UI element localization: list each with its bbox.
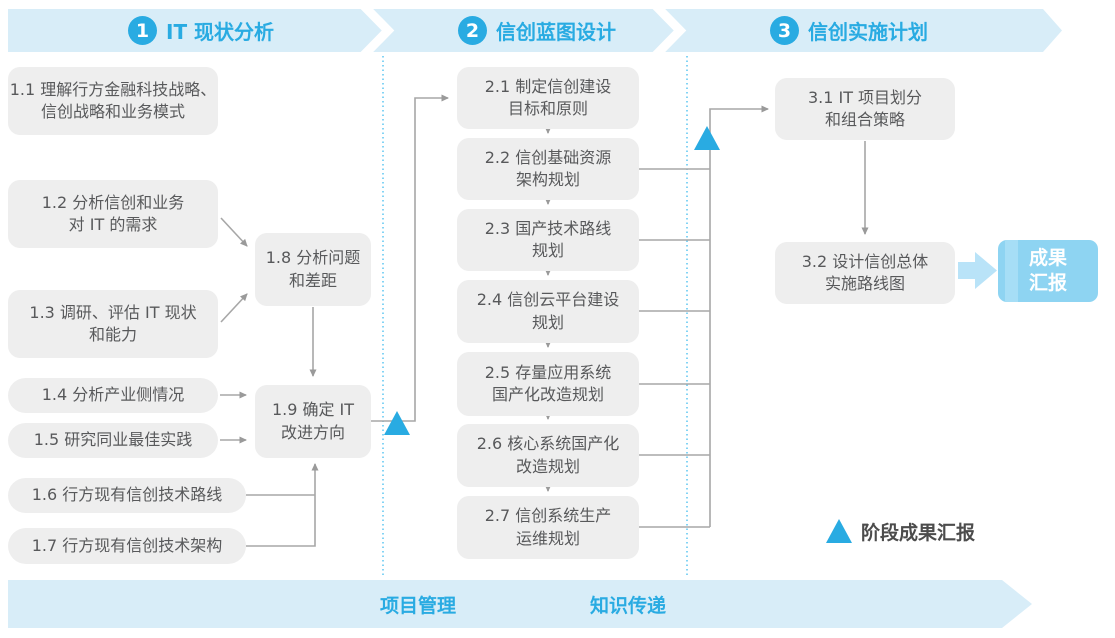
result-box-stripe — [1005, 240, 1018, 302]
phase-header-3: 3 信创实施计划 — [770, 16, 928, 45]
step-box-2-5: 2.5 存量应用系统 国产化改造规划 — [457, 352, 639, 416]
step-box-2-7: 2.7 信创系统生产 运维规划 — [457, 496, 639, 559]
phase-header-2: 2 信创蓝图设计 — [458, 16, 616, 45]
step-box-1-2: 1.2 分析信创和业务 对 IT 的需求 — [8, 180, 218, 248]
legend-triangle-icon — [826, 519, 852, 543]
step-box-1-6: 1.6 行方现有信创技术路线 — [8, 478, 246, 513]
phase-separator-chevron-2 — [652, 2, 687, 59]
step-box-2-6: 2.6 核心系统国产化 改造规划 — [457, 424, 639, 487]
connector-1-3-to-1-8 — [220, 293, 248, 323]
step-box-2-4: 2.4 信创云平台建设 规划 — [457, 280, 639, 343]
step-box-1-7: 1.7 行方现有信创技术架构 — [8, 528, 246, 564]
step-box-1-4: 1.4 分析产业侧情况 — [8, 378, 218, 413]
phase-header-1: 1 IT 现状分析 — [128, 16, 274, 45]
result-box-label: 成果 汇报 — [1028, 247, 1067, 294]
step-box-3-2: 3.2 设计信创总体 实施路线图 — [775, 242, 955, 304]
phase-1-title: IT 现状分析 — [166, 20, 275, 44]
step-box-2-1: 2.1 制定信创建设 目标和原则 — [457, 67, 639, 129]
footer-label-project-management: 项目管理 — [380, 595, 457, 617]
milestone-triangle-phase1-icon — [384, 411, 410, 435]
milestone-triangle-phase2-icon — [694, 126, 720, 150]
connector-1-2-to-1-8 — [220, 217, 248, 247]
phase-2-title: 信创蓝图设计 — [496, 20, 616, 44]
phase-3-title: 信创实施计划 — [808, 20, 928, 44]
result-arrow-icon — [958, 252, 997, 289]
step-box-1-8: 1.8 分析问题 和差距 — [255, 233, 371, 306]
step-box-2-2: 2.2 信创基础资源 架构规划 — [457, 138, 639, 200]
step-box-3-1: 3.1 IT 项目划分 和组合策略 — [775, 78, 955, 140]
step-box-1-9: 1.9 确定 IT 改进方向 — [255, 385, 371, 458]
connector-collector-to-3-1 — [709, 105, 769, 527]
step-box-1-5: 1.5 研究同业最佳实践 — [8, 423, 218, 458]
phase-separator-chevron-1 — [360, 2, 395, 59]
step-box-1-1: 1.1 理解行方金融科技战略、 信创战略和业务模式 — [8, 67, 218, 135]
step-box-2-3: 2.3 国产技术路线 规划 — [457, 209, 639, 271]
phase-1-number-badge: 1 — [128, 16, 157, 45]
legend-label: 阶段成果汇报 — [861, 522, 976, 544]
phase-2-number-badge: 2 — [458, 16, 487, 45]
step-box-1-3: 1.3 调研、评估 IT 现状 和能力 — [8, 290, 218, 358]
footer-band — [8, 580, 1032, 628]
connector-1-7-to-1-9 — [246, 463, 319, 547]
phase-3-number-badge: 3 — [770, 16, 799, 45]
footer-label-knowledge-transfer: 知识传递 — [590, 595, 667, 617]
result-box: 成果 汇报 — [998, 240, 1098, 302]
phase-band — [8, 9, 1062, 52]
